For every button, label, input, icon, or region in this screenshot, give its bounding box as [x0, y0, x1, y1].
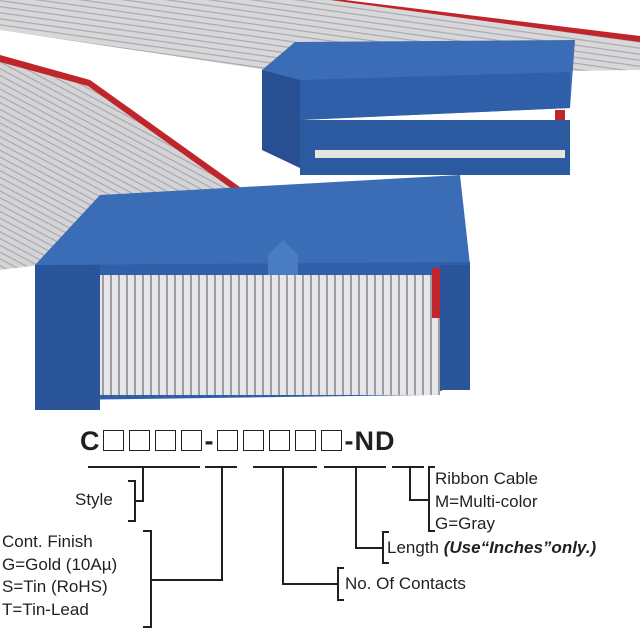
- bracket: [128, 520, 135, 522]
- part-number-template: C - -ND: [80, 426, 396, 457]
- bracket: [428, 530, 435, 532]
- contacts-label: No. Of Contacts: [345, 574, 466, 593]
- underline-cable: [392, 466, 424, 468]
- leader-line: [142, 466, 144, 502]
- large-connector: [35, 175, 470, 410]
- bracket: [382, 531, 384, 564]
- bracket: [337, 567, 344, 569]
- leader-line: [409, 466, 411, 501]
- bracket: [337, 599, 344, 601]
- leader-line: [282, 466, 284, 585]
- bracket: [428, 466, 435, 468]
- leader-line: [221, 466, 223, 581]
- bracket: [382, 562, 389, 564]
- leader-line: [282, 583, 338, 585]
- bracket: [337, 567, 339, 601]
- bracket: [143, 626, 151, 628]
- finish-title: Cont. Finish: [2, 532, 93, 551]
- bracket: [150, 530, 152, 628]
- digit-box: [295, 430, 316, 451]
- digit-box: [243, 430, 264, 451]
- finish-option: G=Gold (10Aµ): [2, 554, 118, 574]
- leader-line: [135, 500, 144, 502]
- digit-box: [321, 430, 342, 451]
- digit-box: [269, 430, 290, 451]
- part-suffix: -ND: [344, 426, 396, 456]
- length-label: Length: [387, 538, 439, 557]
- cable-option: M=Multi-color: [435, 491, 538, 511]
- length-note: (Use“Inches”only.): [443, 538, 597, 557]
- leader-line: [355, 547, 383, 549]
- length-legend: Length (Use“Inches”only.): [387, 537, 596, 560]
- digit-box: [155, 430, 176, 451]
- part-separator: -: [204, 426, 215, 456]
- leader-line: [150, 579, 223, 581]
- cable-title: Ribbon Cable: [435, 469, 539, 488]
- digit-box: [103, 430, 124, 451]
- small-connector: [262, 40, 575, 175]
- bracket: [382, 531, 389, 533]
- digit-box: [217, 430, 238, 451]
- finish-option: T=Tin-Lead: [2, 599, 89, 619]
- cable-option: G=Gray: [435, 514, 495, 533]
- part-prefix: C: [80, 426, 101, 456]
- bracket: [134, 480, 136, 522]
- cable-legend: Ribbon Cable M=Multi-color G=Gray: [435, 468, 538, 536]
- leader-line: [409, 499, 429, 501]
- underline-style: [88, 466, 200, 468]
- digit-box: [181, 430, 202, 451]
- bracket: [428, 466, 430, 532]
- digit-box: [129, 430, 150, 451]
- leader-line: [355, 466, 357, 549]
- style-label: Style: [75, 490, 113, 509]
- underline-contacts: [253, 466, 317, 468]
- ribbon-cable-assembly-image: [0, 0, 640, 410]
- bracket: [128, 480, 135, 482]
- finish-legend: Cont. Finish G=Gold (10Aµ) S=Tin (RoHS) …: [2, 531, 117, 621]
- bracket: [143, 530, 151, 532]
- finish-option: S=Tin (RoHS): [2, 577, 108, 596]
